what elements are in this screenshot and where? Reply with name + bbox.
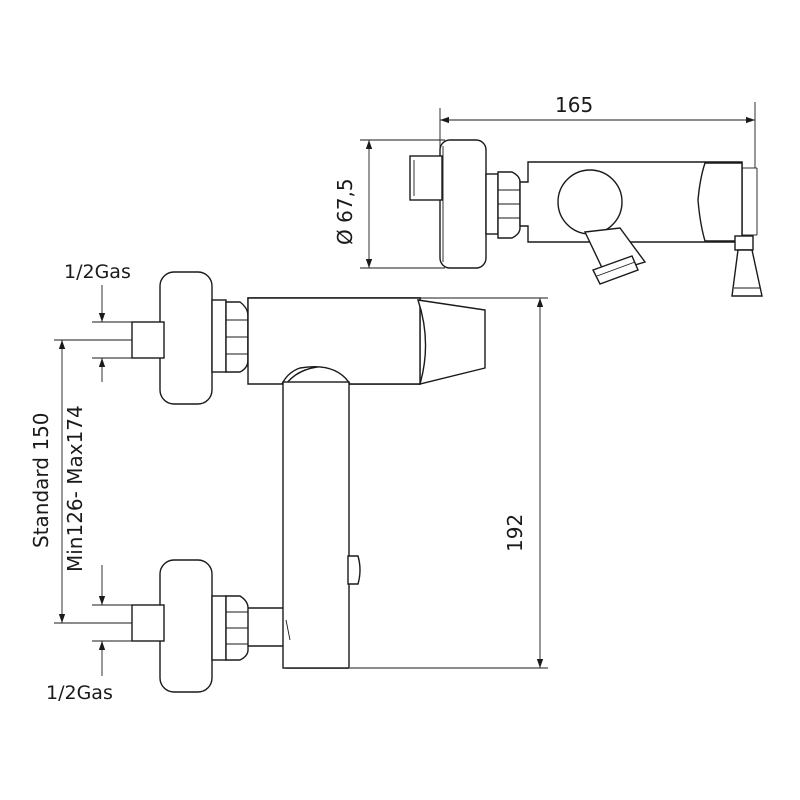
- dim-192-label: 192: [503, 514, 527, 552]
- lower-thread-label: 1/2Gas: [46, 682, 113, 704]
- lower-flange: [159, 559, 213, 693]
- cartridge-top-view: [697, 162, 743, 242]
- spout-outlet-ring-line: [596, 261, 636, 277]
- lower-nut-cap: [211, 595, 227, 661]
- flange-boss: [409, 155, 443, 201]
- front-view: 192 Standard 150 Min126- Max174 1/2Gas 1…: [29, 261, 548, 704]
- spout-column: [282, 381, 350, 669]
- spout-outlet-ring: [592, 255, 639, 285]
- upper-flange: [159, 271, 213, 405]
- flange-top-view: [439, 139, 487, 269]
- top-view: 165 Ø 67,5: [333, 93, 763, 297]
- lower-stub: [131, 604, 165, 642]
- nut-cap-top: [485, 173, 499, 235]
- diverter-knob-top: [557, 169, 623, 235]
- dim-spacing-range-label: Min126- Max174: [63, 405, 87, 572]
- lever-handle: [731, 249, 763, 297]
- diverter-pull: [347, 555, 361, 585]
- dim-diameter-label: Ø 67,5: [333, 178, 357, 245]
- dim-spacing-standard-label: Standard 150: [29, 412, 53, 548]
- upper-nut-cap: [211, 299, 227, 373]
- dim-165-label: 165: [555, 93, 593, 117]
- cartridge-front: [416, 299, 486, 385]
- upper-thread-label: 1/2Gas: [64, 261, 131, 283]
- upper-stub: [131, 321, 165, 359]
- lever-neck: [734, 235, 754, 251]
- nut-top-view: [497, 171, 521, 239]
- column-break: [285, 619, 291, 641]
